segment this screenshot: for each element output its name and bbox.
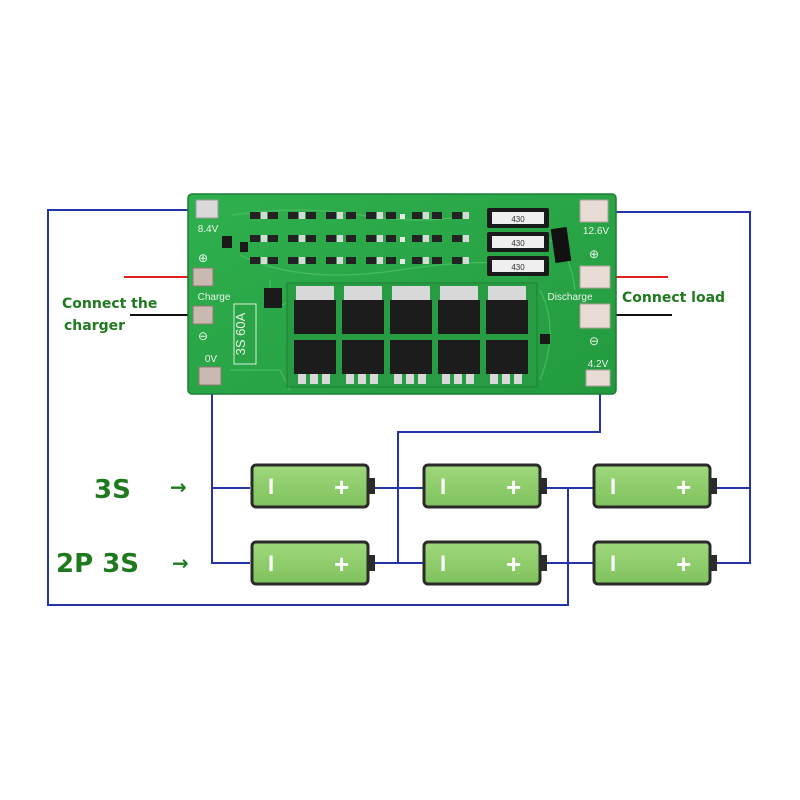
battery-cell: I +: [592, 463, 717, 509]
pads: [192, 199, 611, 387]
shunt-code-3: 430: [511, 263, 525, 272]
label-4v2: 4.2V: [588, 359, 609, 370]
model-text: 3S 60A: [233, 312, 248, 355]
battery-row-1: I + I + I +: [250, 463, 717, 509]
pad-charge-negative: [192, 305, 214, 325]
battery-cell: I +: [422, 463, 547, 509]
row-label-2p3s: 2P 3S: [56, 549, 139, 579]
wire-12v6: [598, 211, 751, 564]
pad-discharge-positive: [579, 265, 611, 289]
label-8v4: 8.4V: [198, 224, 219, 235]
label-charge: Charge: [198, 292, 231, 303]
smd-components: [222, 212, 572, 264]
row-label-3s: 3S: [94, 475, 131, 505]
pad-0v: [198, 366, 222, 386]
battery-minus: I: [440, 551, 446, 576]
battery-minus: I: [610, 551, 616, 576]
battery-plus: +: [506, 549, 521, 579]
battery-row-2: I + I + I +: [250, 540, 717, 586]
battery-plus: +: [506, 472, 521, 502]
label-minus-left: ⊖: [198, 329, 208, 343]
pad-charge-positive: [192, 267, 214, 287]
connect-load-label: Connect load: [622, 290, 725, 306]
label-12v6: 12.6V: [583, 226, 609, 237]
shunt-code-1: 430: [511, 215, 525, 224]
shunt-code-2: 430: [511, 239, 525, 248]
mosfet-bank: [286, 282, 538, 388]
battery-minus: I: [440, 474, 446, 499]
row-arrow-3s: →: [170, 475, 187, 499]
wire-0v: [211, 385, 250, 564]
battery-cell: I +: [250, 463, 375, 509]
battery-plus: +: [334, 472, 349, 502]
battery-cell: I +: [422, 540, 547, 586]
label-plus-right: ⊕: [589, 247, 599, 261]
connect-charger-line1: Connect the: [62, 296, 157, 312]
connect-charger-line2: charger: [64, 318, 125, 334]
pad-12v6: [579, 199, 609, 223]
label-plus-left: ⊕: [198, 251, 208, 265]
battery-plus: +: [676, 472, 691, 502]
pad-8v4: [195, 199, 219, 219]
battery-minus: I: [268, 474, 274, 499]
battery-plus: +: [676, 549, 691, 579]
battery-minus: I: [610, 474, 616, 499]
mosfet-row-top: [294, 286, 528, 334]
label-minus-right: ⊖: [589, 334, 599, 348]
mosfet-row-bottom: [294, 340, 528, 384]
pad-discharge-negative: [579, 303, 611, 329]
battery-cell: I +: [250, 540, 375, 586]
pad-4v2: [585, 369, 611, 387]
battery-minus: I: [268, 551, 274, 576]
wire-charge-positive: [47, 209, 569, 606]
row-arrow-2p3s: →: [172, 551, 189, 575]
battery-cell: I +: [592, 540, 717, 586]
bms-board: 430 430 430: [187, 193, 617, 395]
model-label: 3S 60A: [233, 303, 257, 365]
shunt-resistors: 430 430 430: [487, 208, 549, 276]
label-discharge: Discharge: [547, 292, 592, 303]
label-0v: 0V: [205, 354, 218, 365]
battery-plus: +: [334, 549, 349, 579]
